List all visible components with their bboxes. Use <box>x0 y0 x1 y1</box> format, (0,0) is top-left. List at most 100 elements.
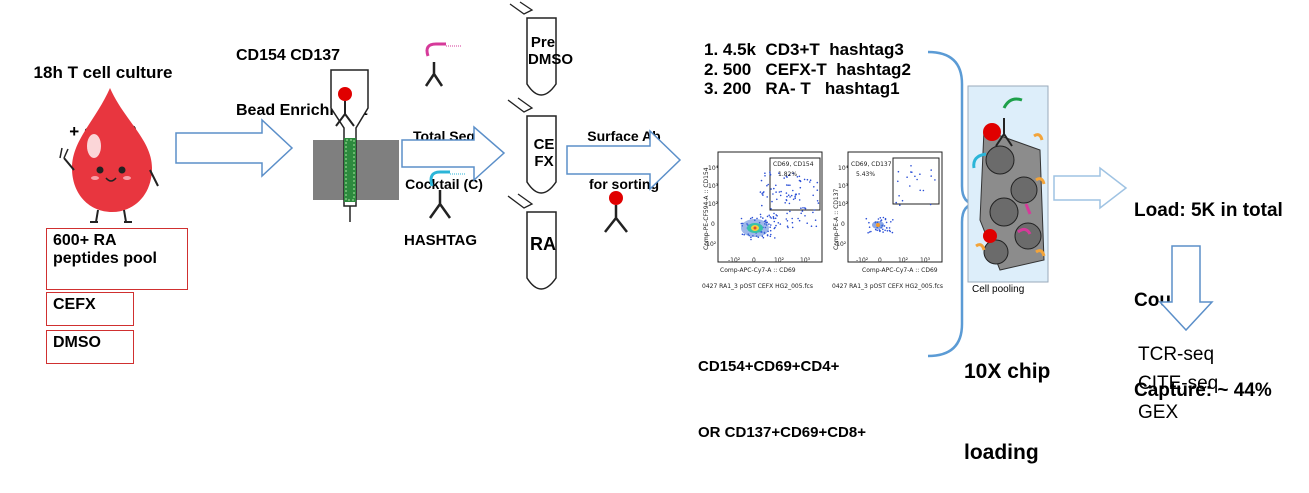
y-tick-label: -10² <box>704 241 717 248</box>
x-tick-label: 0 <box>878 257 882 264</box>
flow-event-dot <box>798 219 801 222</box>
flow-event-dot <box>878 229 880 231</box>
flow-event-dot <box>789 196 791 198</box>
flow-event-dot <box>895 201 897 204</box>
flow-event-dot <box>796 176 799 178</box>
flow-event-dot <box>786 220 789 222</box>
flow-event-dot <box>798 179 801 182</box>
flow-event-dot <box>741 233 744 236</box>
flow-event-dot <box>786 225 789 227</box>
flow-event-dot <box>770 224 772 226</box>
flow-event-dot <box>769 226 771 228</box>
load-info: Load: 5K in total Count Capture: ~ 44% <box>1134 136 1283 436</box>
flow-event-dot <box>772 193 774 195</box>
flow-event-dot <box>812 211 814 214</box>
flow-event-dot <box>768 214 770 217</box>
flow-event-dot <box>762 194 764 196</box>
plot2-x-axis: Comp-APC-Cy7-A :: CD69 <box>862 267 938 274</box>
plot1-caption: 0427 RA1_3 pOST CEFX HG2_005.fcs <box>702 283 813 290</box>
chip-line2: loading <box>964 441 1039 464</box>
y-tick-label: 0 <box>841 221 845 228</box>
flow-event-dot <box>804 215 806 217</box>
flow-event-dot <box>916 178 918 181</box>
flow-event-dot <box>774 226 776 229</box>
flow-event-dot <box>888 227 891 229</box>
stim-box-cefx: CEFX <box>46 292 134 326</box>
tube-pre-dmso-icon <box>509 1 557 96</box>
flow-event-dot <box>775 184 777 187</box>
flow-event-dot <box>798 175 801 178</box>
flow-event-dot <box>770 217 772 219</box>
flow-event-dot <box>794 197 796 200</box>
flow-plot-cd154 <box>717 151 823 263</box>
output-item: CITE-seq <box>1138 373 1219 394</box>
flow-event-dot <box>919 173 921 175</box>
x-tick-label: 10³ <box>920 257 931 264</box>
plot2-caption: 0427 RA1_3 pOST CEFX HG2_005.fcs <box>832 283 943 290</box>
flow-event-dot <box>766 234 769 237</box>
workflow-graphics: CD69, CD154 1.82% CD69, CD137 5.43% Comp… <box>59 1 1214 358</box>
flow-event-dot <box>767 183 769 186</box>
enrichment-line1: CD154 CD137 <box>236 46 341 64</box>
totalseq-antibody-icon <box>424 42 462 87</box>
flow-event-dot <box>789 184 791 186</box>
flow-event-dot <box>814 219 817 221</box>
load-line1: Load: 5K in total <box>1134 200 1283 221</box>
flow-event-dot <box>785 192 788 194</box>
flow-event-dot <box>788 202 791 205</box>
flow-event-dot <box>784 202 786 204</box>
flow-event-dot <box>909 185 911 187</box>
stim-box-ra-label: 600+ RA peptides pool <box>53 232 157 268</box>
flow-event-dot <box>898 195 900 197</box>
y-tick-label: 10⁴ <box>708 165 719 172</box>
cell-pooling-label: Cell pooling <box>972 284 1025 295</box>
flow-event-dot <box>766 215 769 218</box>
tube-cefx-label: CE FX <box>533 136 555 171</box>
flow-event-dot <box>785 184 788 186</box>
flow-event-dot <box>877 218 880 220</box>
x-tick-label: 10³ <box>800 257 811 264</box>
flow-event-dot <box>868 221 870 224</box>
plot2-percent: 5.43% <box>856 171 875 178</box>
surface-ab-label: Surface Ab for sorting <box>580 96 668 209</box>
flow-event-dot <box>794 195 796 198</box>
plot2-gate-label: CD69, CD137 <box>851 161 892 168</box>
plot1-dots <box>740 171 820 241</box>
flow-event-dot <box>795 193 797 195</box>
arrow-enrichment-to-tubes <box>401 125 506 182</box>
flow-event-dot <box>750 238 752 241</box>
plot2-y-axis: Comp-PE-A :: CD137 <box>833 188 840 250</box>
flow-event-dot <box>882 216 885 219</box>
x-tick-label: 0 <box>752 257 756 264</box>
flow-event-dot <box>919 189 921 192</box>
chip-line1: 10X chip <box>964 360 1051 383</box>
flow-event-dot <box>802 207 804 209</box>
flow-event-dot <box>813 186 815 188</box>
flow-event-dot <box>803 178 806 181</box>
flow-event-dot <box>800 207 802 209</box>
flow-event-dot <box>765 219 767 222</box>
flow-event-dot <box>922 189 925 192</box>
flow-event-dot <box>897 180 899 183</box>
flow-event-dot <box>769 171 771 173</box>
flow-event-dot <box>775 191 777 193</box>
flow-event-dot <box>775 224 777 227</box>
flow-event-dot <box>882 228 884 231</box>
flow-event-dot <box>804 207 806 209</box>
flow-event-dot <box>865 217 868 220</box>
plot1-x-axis: Comp-APC-Cy7-A :: CD69 <box>720 267 796 274</box>
flow-event-dot <box>778 172 780 174</box>
flow-event-dot <box>790 194 793 197</box>
stim-box-ra: 600+ RA peptides pool <box>46 228 188 290</box>
stim-box-dmso-label: DMSO <box>53 334 101 351</box>
flow-event-dot <box>789 210 791 213</box>
phenotype-label: CD154+CD69+CD4+ OR CD137+CD69+CD8+ <box>698 312 866 466</box>
flow-event-dot <box>791 221 794 224</box>
flow-event-dot <box>766 184 768 187</box>
flow-event-dot <box>812 194 814 197</box>
flow-event-dot <box>911 171 913 173</box>
flow-event-dot <box>788 174 791 176</box>
flow-event-dot <box>791 226 794 229</box>
flow-event-dot <box>773 187 775 190</box>
flow-event-dot <box>740 222 743 225</box>
